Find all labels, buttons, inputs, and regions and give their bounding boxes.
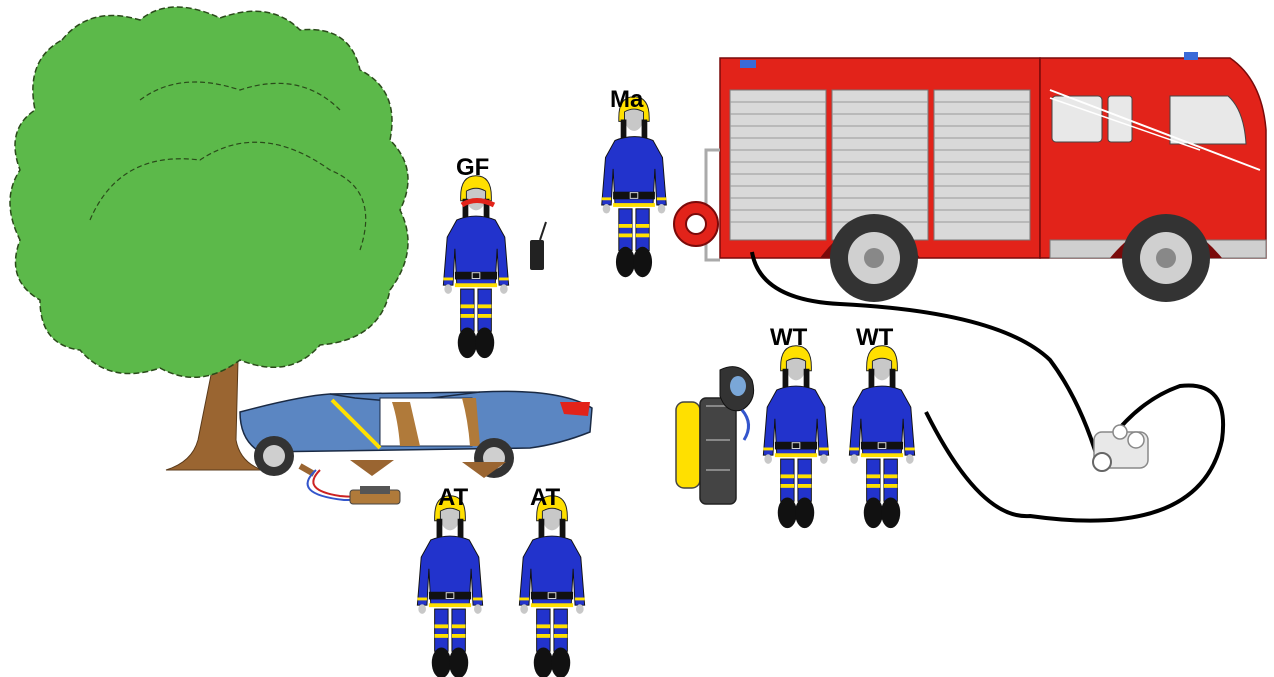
firefighter-icon (602, 97, 667, 278)
label-water-troop-1: WT (770, 326, 807, 350)
firefighter-icon (519, 496, 584, 677)
label-water-troop-2: WT (856, 326, 893, 350)
fire-truck-icon (674, 52, 1266, 302)
crashed-car-icon (240, 391, 592, 478)
radio-icon (530, 222, 546, 270)
firefighter-icon (417, 496, 482, 677)
firefighter-icon (443, 176, 508, 358)
label-machinist: Ma (610, 88, 643, 112)
breathing-apparatus-icon (676, 367, 754, 504)
label-attack-troop-2: AT (530, 486, 560, 510)
firefighter-icon (849, 346, 914, 528)
attack-hose (926, 385, 1223, 520)
label-group-leader: GF (456, 156, 489, 180)
hose-coupling-icon (1093, 425, 1148, 471)
firefighter-icon (763, 346, 828, 528)
label-attack-troop-1: AT (438, 486, 468, 510)
hydraulic-pump-icon (308, 470, 400, 504)
